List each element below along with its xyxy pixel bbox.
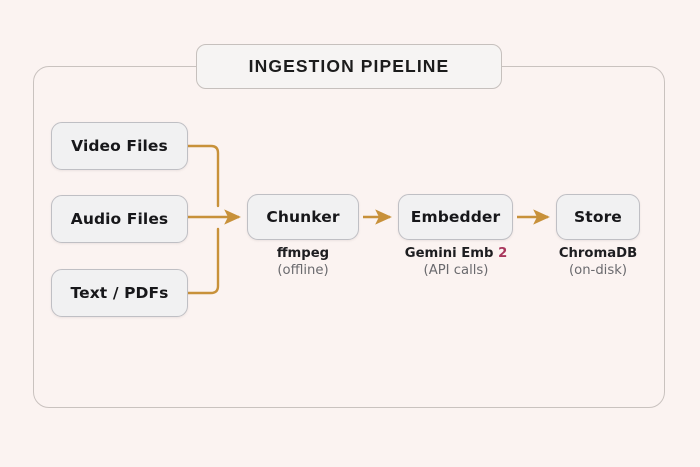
node-video-files-label: Video Files bbox=[71, 137, 168, 155]
caption-embedder: Gemini Emb 2 (API calls) bbox=[385, 246, 527, 280]
node-audio-files[interactable]: Audio Files bbox=[51, 195, 188, 243]
caption-embedder-accent: 2 bbox=[498, 246, 508, 261]
node-embedder-label: Embedder bbox=[410, 208, 501, 226]
caption-chunker-sub: (offline) bbox=[277, 262, 329, 278]
node-store-label: Store bbox=[574, 208, 622, 226]
caption-embedder-main-text: Gemini Emb bbox=[404, 246, 499, 261]
node-text-pdfs-label: Text / PDFs bbox=[70, 284, 169, 302]
node-store[interactable]: Store bbox=[556, 194, 640, 240]
node-audio-files-label: Audio Files bbox=[70, 210, 169, 228]
caption-chunker-main-text: ffmpeg bbox=[276, 246, 330, 261]
page-title: INGESTION PIPELINE bbox=[248, 56, 450, 76]
caption-embedder-sub: (API calls) bbox=[423, 262, 489, 278]
caption-chunker-main: ffmpeg bbox=[233, 246, 373, 263]
caption-store-main: ChromaDB bbox=[528, 246, 668, 263]
node-chunker[interactable]: Chunker bbox=[247, 194, 359, 240]
caption-store-sub: (on-disk) bbox=[568, 262, 628, 278]
caption-store-main-text: ChromaDB bbox=[558, 246, 638, 261]
caption-store: ChromaDB (on-disk) bbox=[528, 246, 668, 280]
caption-embedder-main: Gemini Emb 2 bbox=[385, 246, 527, 263]
node-chunker-label: Chunker bbox=[266, 208, 340, 226]
node-embedder[interactable]: Embedder bbox=[398, 194, 513, 240]
node-video-files[interactable]: Video Files bbox=[51, 122, 188, 170]
node-text-pdfs[interactable]: Text / PDFs bbox=[51, 269, 188, 317]
caption-chunker: ffmpeg (offline) bbox=[233, 246, 373, 280]
pipeline-title-chip: INGESTION PIPELINE bbox=[196, 44, 502, 89]
